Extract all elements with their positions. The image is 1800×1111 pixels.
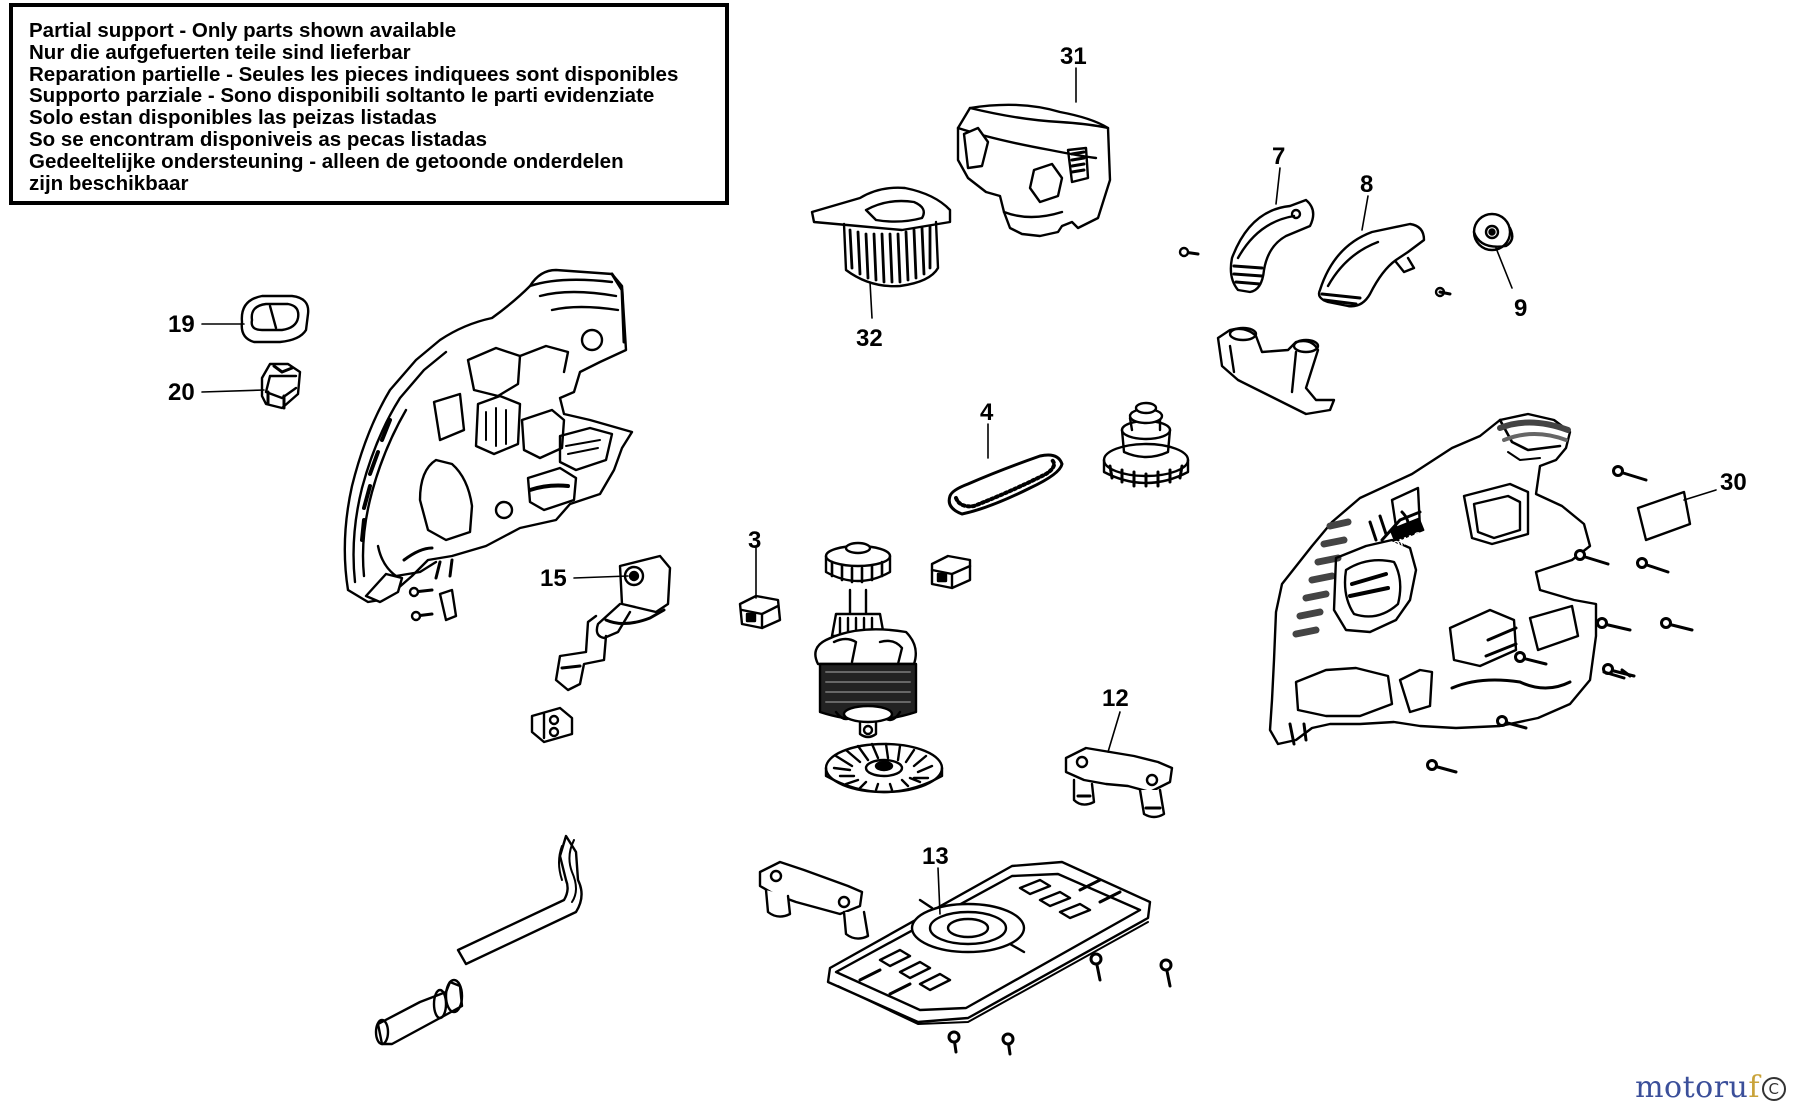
part-brush-holder-left (738, 594, 782, 630)
callout-7: 7 (1272, 143, 1285, 170)
part-terminal-screws (408, 586, 458, 622)
notice-line: Reparation partielle - Seules les pieces… (29, 62, 679, 86)
part-dust-filter (810, 186, 952, 288)
callout-4: 4 (980, 399, 994, 426)
callout-19: 19 (168, 311, 195, 338)
callout-30: 30 (1720, 469, 1747, 496)
part-housing-left (343, 268, 634, 604)
callout-numbers: 31 7 8 9 32 19 20 4 30 3 15 12 13 (168, 43, 1747, 870)
watermark-text-accent: f (1748, 1070, 1760, 1105)
callout-13: 13 (922, 843, 949, 870)
housing-screws (1426, 465, 1694, 774)
part-sanding-base (826, 860, 1152, 1025)
callout-20: 20 (168, 379, 195, 406)
part-brush-holder-right (930, 554, 972, 590)
callout-31: 31 (1060, 43, 1087, 70)
notice-line: Gedeeltelijke ondersteuning - alleen de … (29, 149, 624, 173)
notice-line: Supporto parziale - Sono disponibili sol… (29, 84, 655, 108)
base-screws (947, 952, 1173, 1056)
part-cord-protector (374, 978, 464, 1046)
part-wire-connector (530, 706, 574, 744)
copyright-icon: C (1762, 1077, 1786, 1101)
part-platen-bracket (1064, 746, 1174, 819)
callout-32: 32 (856, 325, 883, 352)
callout-15: 15 (540, 565, 567, 592)
callout-9: 9 (1514, 295, 1527, 322)
notice-line: Nur die aufgefuerten teile sind lieferba… (29, 40, 411, 64)
part-handle-cap-right (1317, 222, 1452, 308)
notice-line: Partial support - Only parts shown avail… (29, 19, 457, 42)
watermark-text: motoru (1635, 1070, 1749, 1105)
notice-line: So se encontram disponiveis as pecas lis… (29, 127, 488, 151)
part-housing-right: ROMAG (1268, 412, 1598, 746)
callout-leaders (201, 67, 1717, 915)
part-motor-armature (814, 541, 918, 739)
part-dust-port-adaptor (1216, 326, 1336, 416)
part-power-cord (456, 834, 583, 966)
part-cooling-fan (824, 742, 944, 794)
part-switch (260, 362, 302, 410)
part-drive-belt (947, 453, 1064, 516)
callout-3: 3 (748, 527, 761, 554)
notice-line: Solo estan disponibles las peizas listad… (29, 106, 437, 130)
notice-line: zijn beschikbaar (29, 171, 189, 195)
part-rating-label (1636, 490, 1692, 542)
part-handle-cap-left (1178, 198, 1315, 294)
part-lower-bracket (758, 860, 870, 940)
part-switch-wiring (554, 554, 672, 692)
callout-8: 8 (1360, 171, 1373, 198)
parts-availability-notice: Partial support - Only parts shown avail… (9, 3, 729, 205)
part-driven-pulley (1102, 401, 1190, 488)
part-dust-canister-shroud (956, 103, 1112, 238)
part-switch-cover (240, 294, 310, 344)
part-adjustment-knob (1472, 212, 1514, 252)
callout-12: 12 (1102, 685, 1129, 712)
